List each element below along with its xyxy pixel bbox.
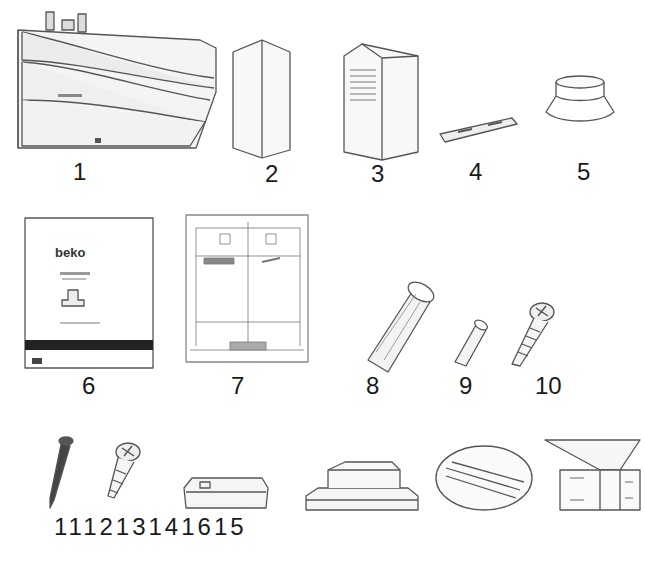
filter-disc [436, 446, 532, 510]
user-manual [25, 218, 153, 368]
callout-number: 4 [469, 160, 482, 184]
outlet-adapter [306, 462, 418, 510]
brand-text: beko [55, 246, 85, 259]
wall-plug-small [455, 318, 489, 366]
callout-number: 10 [535, 374, 562, 398]
callout-number: 3 [371, 162, 384, 186]
lower-chimney [344, 44, 418, 160]
callout-number: 7 [231, 374, 244, 398]
callout-number: 2 [265, 162, 278, 186]
callout-number: 8 [366, 374, 379, 398]
callout-number: 1 [73, 160, 86, 184]
wall-plug-large [368, 278, 437, 372]
callout-number: 6 [82, 374, 95, 398]
callout-number: 9 [459, 374, 472, 398]
screw [512, 303, 554, 366]
deflector [545, 440, 640, 510]
callout-number: 5 [577, 160, 590, 184]
mounting-template [186, 215, 308, 362]
callout-numbers-row: 111213141615 [54, 515, 247, 539]
clip-part [184, 478, 268, 508]
screw-short [108, 443, 140, 498]
air-flange [546, 76, 614, 121]
wall-bracket [440, 118, 517, 142]
screw-small [50, 437, 73, 508]
hood-drawing [18, 12, 216, 148]
upper-chimney [233, 40, 290, 158]
